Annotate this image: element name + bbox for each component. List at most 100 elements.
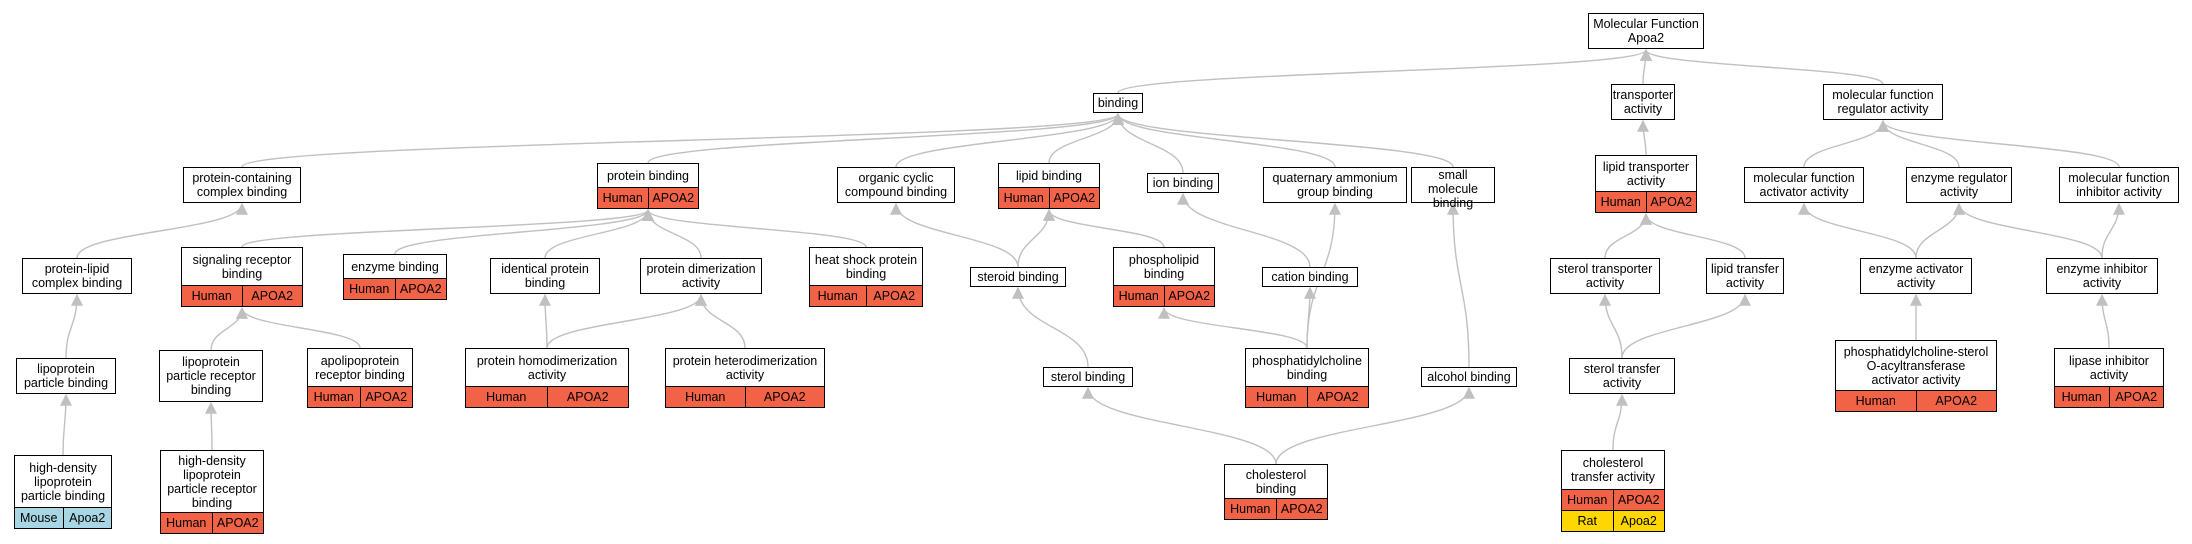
edge-enzinh-to-mfinh [2101,202,2125,259]
node-molecular-function-inhibitor-activity[interactable]: molecular function inhibitor activity [2059,167,2179,203]
species-cell: Human [1225,499,1276,519]
species-cell: Rat [1562,511,1613,531]
gene-symbol-cell: APOA2 [1915,391,1996,411]
edge-steroltransfer-to-liptransfer [1621,293,1751,359]
edge-quat-to-binding [1112,112,1336,168]
edge-enzact-to-mfact [1798,202,1917,259]
node-phosphatidylcholine-sterol-o-acyltransferase-activator-activity[interactable]: phosphatidylcholine-sterol O-acyltransfe… [1835,340,1997,412]
node-enzyme-inhibitor-activity[interactable]: enzyme inhibitor activity [2046,258,2158,294]
node-label: ion binding [1152,176,1214,190]
node-binding[interactable]: binding [1093,93,1143,113]
gene-symbol-cell: APOA2 [2108,387,2163,407]
node-label: enzyme binding [351,259,439,274]
node-protein-dimerization-activity[interactable]: protein dimerization activity [640,258,762,294]
edge-homodimer-to-identprot [539,293,552,349]
node-label: binding [1097,96,1139,110]
node-protein-lipid-complex-binding[interactable]: protein-lipid complex binding [22,258,132,294]
node-sterol-transfer-activity[interactable]: sterol transfer activity [1569,358,1675,394]
node-label: lipoprotein particle receptor binding [166,355,256,397]
edge-cholbind-to-sterolbind [1082,386,1277,465]
node-ion-binding[interactable]: ion binding [1147,173,1219,193]
node-label: high-density lipoprotein particle recept… [167,453,257,510]
node-steroid-binding[interactable]: steroid binding [970,267,1066,287]
gene-symbol-cell: APOA2 [1163,286,1214,306]
edge-binding-to-mf [1117,48,1652,94]
gene-symbol-cell: APOA2 [1612,490,1664,510]
node-label: lipid transporter activity [1602,159,1690,188]
node-lipid-transfer-activity[interactable]: lipid transfer activity [1706,258,1784,294]
gene-symbol-cell: APOA2 [1645,192,1696,212]
node-small-molecule-binding[interactable]: small molecule binding [1411,167,1495,210]
node-label: identical protein binding [501,262,589,290]
node-sterol-binding[interactable]: sterol binding [1043,367,1133,387]
node-molecular-function-activator-activity[interactable]: molecular function activator activity [1744,167,1864,203]
node-organic-cyclic-compound-binding[interactable]: organic cyclic compound binding [837,167,955,203]
node-quaternary-ammonium-group-binding[interactable]: quaternary ammonium group binding [1263,167,1407,203]
node-lipoprotein-particle-binding[interactable]: lipoprotein particle binding [16,358,116,394]
edge-pcbind-to-phospholipid [1158,306,1308,349]
node-transporter-activity[interactable]: transporter activity [1611,84,1675,120]
edge-homodimer-to-protdimer [546,293,707,349]
node-label: protein homodimerization activity [476,353,618,382]
node-label: cholesterol binding [1245,467,1307,496]
node-molecular-function-apoa2[interactable]: Molecular Function Apoa2 [1588,13,1704,49]
node-identical-protein-binding[interactable]: identical protein binding [490,258,600,294]
node-molecular-function-regulator-activity[interactable]: molecular function regulator activity [1823,84,1943,120]
node-enzyme-activator-activity[interactable]: enzyme activator activity [1860,258,1972,294]
species-cell: Human [466,387,547,407]
node-label: signaling receptor binding [192,252,292,281]
edge-heatshock-to-protbind [642,208,867,248]
node-enzyme-regulator-activity[interactable]: enzyme regulator activity [1906,167,2012,203]
node-label: organic cyclic compound binding [844,171,948,199]
gene-symbol-cell: APOA2 [1048,188,1099,208]
node-high-density-lipoprotein-particle-receptor-binding[interactable]: high-density lipoprotein particle recept… [160,450,264,534]
gene-symbol-cell: APOA2 [359,387,412,407]
node-label: transporter activity [1612,88,1674,116]
node-label: cation binding [1271,270,1349,284]
species-cell: Human [161,513,212,533]
node-cation-binding[interactable]: cation binding [1262,267,1358,287]
node-sterol-transporter-activity[interactable]: sterol transporter activity [1550,258,1660,294]
gene-symbol-cell: APOA2 [647,188,698,208]
node-high-density-lipoprotein-particle-binding[interactable]: high-density lipoprotein particle bindin… [14,455,112,529]
node-label: lipase inhibitor activity [2069,353,2149,382]
species-cell: Human [666,387,745,407]
edge-smallmol-to-binding [1112,112,1454,168]
node-alcohol-binding[interactable]: alcohol binding [1421,367,1517,387]
node-label: apolipoprotein receptor binding [315,353,405,382]
node-label: protein binding [606,168,689,183]
node-protein-containing-complex-binding[interactable]: protein-containing complex binding [183,167,301,203]
node-label: phosphatidylcholine binding [1252,353,1362,382]
gene-symbol-cell: APOA2 [1306,387,1368,407]
edge-protbind-to-binding [647,112,1124,164]
node-label: heat shock protein binding [814,252,918,281]
node-lipoprotein-particle-receptor-binding[interactable]: lipoprotein particle receptor binding [159,350,263,402]
species-cell: Human [2055,387,2109,407]
edge-steroltransfer-to-steroltrans [1599,293,1623,359]
